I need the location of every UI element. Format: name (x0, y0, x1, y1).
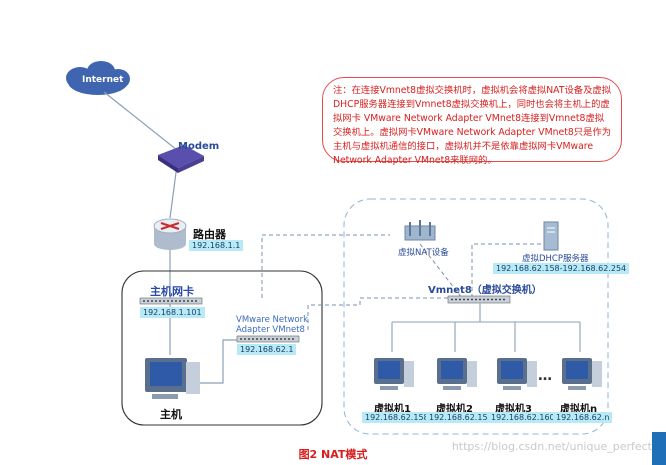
watermark: https://blog.csdn.net/unique_perfect (451, 440, 652, 453)
modem-router-link (169, 164, 178, 219)
host-nic-icon (139, 297, 203, 305)
router-ip: 192.168.1.1 (189, 240, 244, 251)
vm3-ip: 192.168.62.160 (488, 412, 558, 423)
nat-switch-link (419, 243, 463, 299)
internet-cloud-icon (66, 61, 130, 95)
switch-label: Vmnet8（虚拟交换机） (428, 285, 542, 296)
adapter-switch-link (307, 298, 361, 330)
corner-badge (652, 432, 666, 465)
figure-caption: 图2 NAT模式 (298, 448, 368, 461)
vm2-computer-icon (437, 358, 477, 390)
host-nic-ip: 192.168.1.101 (140, 307, 205, 318)
host-boundary (121, 270, 323, 426)
vm-tree-lines (391, 303, 581, 352)
vmn-computer-icon (562, 358, 602, 390)
host-computer-icon (145, 358, 200, 399)
modem-icon (158, 145, 204, 173)
dhcp-range: 192.168.62.158-192.168.62.254 (493, 263, 630, 274)
vmnet-adapter-ip: 192.168.62.1 (237, 344, 297, 355)
dhcp-server-icon (543, 221, 559, 251)
switch-icon (447, 295, 511, 304)
host-nic-label: 主机网卡 (150, 285, 194, 298)
nat-note: 注：在连接Vmnet8虚拟交换机时，虚拟机会将虚拟NAT设备及虚拟DHCP服务器… (322, 77, 622, 166)
vm1-ip: 192.168.62.158 (362, 412, 432, 423)
internet-modem-link (103, 91, 178, 151)
modem-label: Modem (178, 141, 220, 152)
switch-dhcp-link (471, 243, 548, 298)
vm1-computer-icon (374, 358, 414, 390)
vm2-label: 虚拟机2 (436, 404, 473, 415)
nat-device-label: 虚拟NAT设备 (398, 248, 449, 258)
host-vmnet-adapter-link (200, 339, 245, 384)
nat-device-icon (404, 220, 436, 241)
vmnet-adapter-label-line2: Adapter VMnet8 (236, 325, 305, 335)
router-label: 路由器 (193, 228, 226, 241)
vmn-ip: 192.168.62.n (553, 412, 613, 423)
internet-label: Internet (82, 75, 124, 85)
vmnet-adapter-label-line1: VMware Network (236, 315, 309, 325)
vm2-ip: 192.168.62.159 (426, 412, 496, 423)
vmn-label: 虚拟机n (560, 404, 598, 415)
vmnet-adapter-icon (236, 335, 300, 343)
nic-nat-link (261, 234, 390, 298)
host-label: 主机 (160, 408, 182, 421)
router-icon (153, 218, 187, 250)
vm-ellipsis: … (538, 368, 552, 384)
dhcp-server-label: 虚拟DHCP服务器 (522, 254, 589, 264)
vm3-label: 虚拟机3 (495, 404, 532, 415)
vm1-label: 虚拟机1 (374, 404, 411, 415)
vm3-computer-icon (497, 358, 537, 390)
vmware-boundary (343, 198, 609, 435)
